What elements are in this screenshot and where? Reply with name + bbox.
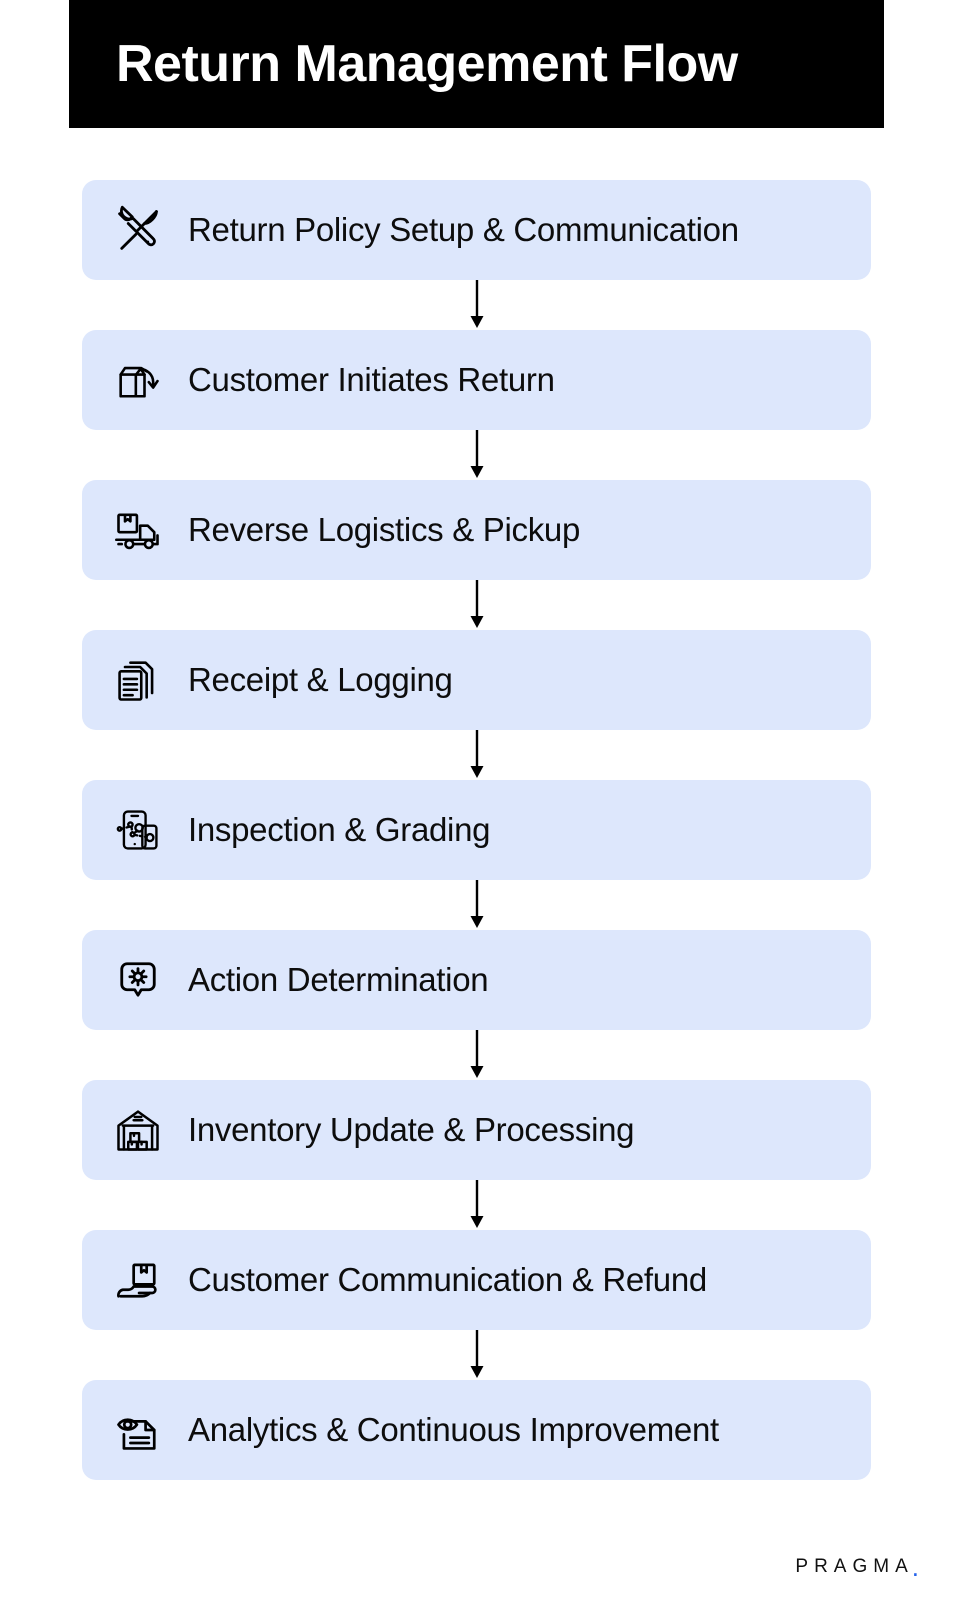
hand-holding-package-icon (110, 1252, 166, 1308)
flow-step-4-label: Receipt & Logging (188, 661, 453, 698)
device-inspection-nodes-icon (110, 802, 166, 858)
flow-step-7-label: Inventory Update & Processing (188, 1111, 635, 1148)
flow-step-1-label: Return Policy Setup & Communication (188, 211, 739, 248)
flow-step-1[interactable]: Return Policy Setup & Communication (82, 180, 871, 280)
tools-wrench-screwdriver-icon (110, 202, 166, 258)
page-title: Return Management Flow (116, 35, 738, 93)
flow-step-2-label: Customer Initiates Return (188, 361, 555, 398)
connector-4 (82, 730, 871, 780)
flow-diagram: Return Policy Setup & Communication Cust… (82, 180, 871, 1480)
flow-step-9[interactable]: Analytics & Continuous Improvement (82, 1380, 871, 1480)
flow-step-5[interactable]: Inspection & Grading (82, 780, 871, 880)
flow-step-7[interactable]: Inventory Update & Processing (82, 1080, 871, 1180)
connector-6 (82, 1030, 871, 1080)
flow-step-3[interactable]: Reverse Logistics & Pickup (82, 480, 871, 580)
box-return-arrow-icon (110, 352, 166, 408)
title-banner: Return Management Flow (69, 0, 884, 128)
brand-dot: . (911, 1552, 925, 1583)
brand-logo: PRAGMA. (795, 1552, 925, 1583)
connector-1 (82, 280, 871, 330)
document-eye-analytics-icon (110, 1402, 166, 1458)
connector-7 (82, 1180, 871, 1230)
flow-step-8[interactable]: Customer Communication & Refund (82, 1230, 871, 1330)
flow-step-6-label: Action Determination (188, 961, 489, 998)
connector-3 (82, 580, 871, 630)
connector-2 (82, 430, 871, 480)
delivery-truck-package-icon (110, 502, 166, 558)
flow-step-8-label: Customer Communication & Refund (188, 1261, 707, 1298)
stacked-documents-icon (110, 652, 166, 708)
connector-5 (82, 880, 871, 930)
flow-step-2[interactable]: Customer Initiates Return (82, 330, 871, 430)
flow-step-5-label: Inspection & Grading (188, 811, 491, 848)
connector-8 (82, 1330, 871, 1380)
warehouse-boxes-icon (110, 1102, 166, 1158)
flow-step-9-label: Analytics & Continuous Improvement (188, 1411, 719, 1448)
flow-step-4[interactable]: Receipt & Logging (82, 630, 871, 730)
speech-bubble-gear-icon (110, 952, 166, 1008)
flow-step-6[interactable]: Action Determination (82, 930, 871, 1030)
brand-name: PRAGMA (795, 1556, 914, 1577)
flow-step-3-label: Reverse Logistics & Pickup (188, 511, 581, 548)
